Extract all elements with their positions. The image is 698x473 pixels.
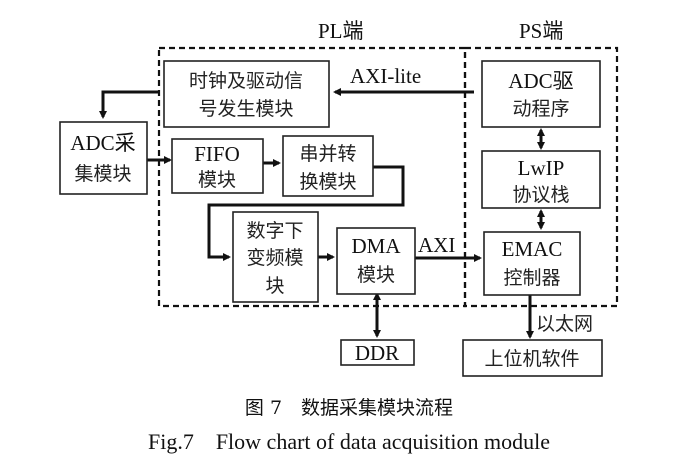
block-emac-line2: 控制器: [503, 267, 560, 289]
block-lwip-line1: LwIP: [518, 156, 565, 180]
block-ddr: DDR: [340, 339, 415, 366]
ps-region-label: PS端: [519, 19, 563, 43]
block-host-software-line1: 上位机软件: [484, 348, 579, 370]
ps-region: [463, 46, 619, 308]
block-clock-driver-line2: 号发生模块: [198, 98, 293, 120]
block-dma: DMA 模块: [336, 227, 416, 295]
block-clock-driver: 时钟及驱动信 号发生模块: [163, 60, 330, 128]
block-host-software: 上位机软件: [462, 339, 603, 377]
block-lwip: LwIP 协议栈: [481, 150, 601, 209]
block-ddr-line1: DDR: [355, 341, 399, 365]
ethernet-label: 以太网: [536, 313, 593, 335]
block-ddc-line3: 块: [265, 275, 284, 297]
block-adc-acquisition-line2: 集模块: [74, 163, 131, 185]
figure-caption-chinese: 图 7 数据采集模块流程: [244, 397, 454, 419]
serial-to-ddc-arrow: [207, 165, 405, 261]
block-serial-parallel: 串并转 换模块: [282, 135, 374, 197]
block-adc-driver: ADC驱 动程序: [481, 60, 601, 128]
clock-to-adc-arrow: [99, 90, 160, 119]
axi-lite-label: AXI-lite: [350, 64, 421, 88]
block-adc-driver-line2: 动程序: [512, 98, 569, 120]
block-serial-parallel-line1: 串并转: [299, 143, 356, 165]
block-ddc: 数字下 变频模 块: [232, 211, 319, 303]
block-lwip-line2: 协议栈: [512, 184, 569, 206]
block-dma-line2: 模块: [357, 264, 395, 286]
flowchart: PL端 PS端 AXI-lite AXI 以太网 时钟及驱动信 号发生模块 AD…: [59, 19, 619, 377]
block-ddc-line1: 数字下: [246, 220, 303, 242]
block-adc-driver-line1: ADC驱: [508, 69, 573, 93]
axi-label: AXI: [418, 233, 455, 257]
block-fifo: FIFO 模块: [171, 138, 264, 194]
figure-caption-english: Fig.7 Flow chart of data acquisition mod…: [147, 429, 551, 454]
block-fifo-line1: FIFO: [194, 142, 240, 166]
block-emac-line1: EMAC: [502, 237, 563, 261]
block-emac: EMAC 控制器: [483, 231, 581, 296]
block-adc-acquisition: ADC采 集模块: [59, 121, 148, 195]
block-adc-acquisition-line1: ADC采: [70, 131, 135, 155]
block-clock-driver-line1: 时钟及驱动信: [189, 70, 303, 92]
block-ddc-line2: 变频模: [246, 247, 303, 269]
block-serial-parallel-line2: 换模块: [299, 171, 356, 193]
block-dma-line1: DMA: [351, 234, 401, 258]
pl-region-label: PL端: [318, 19, 364, 43]
block-fifo-line2: 模块: [198, 169, 236, 191]
